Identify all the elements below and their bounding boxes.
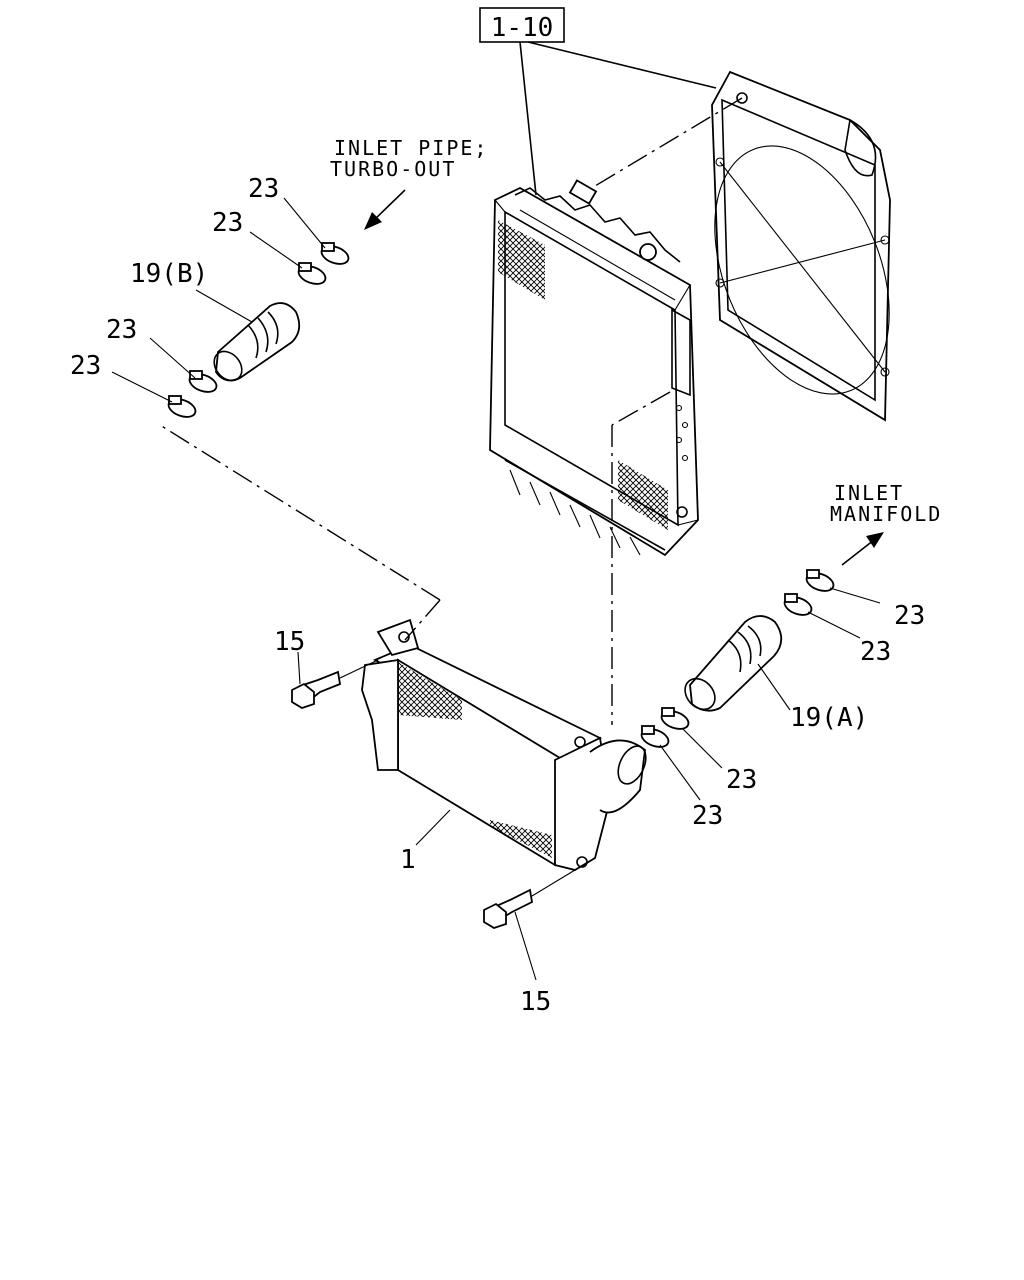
arrow-manifold bbox=[841, 532, 884, 566]
callout-clamp-a3: 23 bbox=[726, 765, 757, 795]
leader-lines bbox=[111, 197, 881, 981]
fan-shroud bbox=[584, 70, 891, 422]
arrow-turbo-out bbox=[364, 189, 406, 230]
callout-clamp-a4: 23 bbox=[692, 801, 723, 831]
callout-bolt-lower: 15 bbox=[520, 987, 551, 1017]
callout-hose-b: 19(B) bbox=[130, 259, 208, 289]
callout-bolt-upper: 15 bbox=[274, 627, 305, 657]
callout-hose-a: 19(A) bbox=[790, 703, 868, 733]
hose-a bbox=[684, 615, 783, 712]
clamp-b4 bbox=[167, 395, 197, 418]
clamp-a4 bbox=[640, 725, 670, 748]
assembly-label: 1-10 bbox=[491, 13, 554, 43]
clamp-a3 bbox=[660, 707, 690, 730]
clamp-b2 bbox=[297, 262, 327, 285]
intercooler bbox=[159, 424, 647, 871]
callout-clamp-a1: 23 bbox=[894, 601, 925, 631]
bolt-lower bbox=[483, 869, 576, 929]
callout-intercooler: 1 bbox=[400, 845, 416, 875]
callout-clamp-b4: 23 bbox=[70, 351, 101, 381]
hose-b bbox=[213, 302, 301, 382]
note-turbo-out-line1: INLET PIPE; bbox=[334, 136, 488, 160]
note-manifold-line1: INLET bbox=[834, 481, 904, 505]
callout-clamp-b2: 23 bbox=[212, 208, 243, 238]
clamp-b1 bbox=[320, 242, 350, 265]
note-manifold-line2: MANIFOLD bbox=[830, 502, 942, 526]
clamp-a1 bbox=[805, 569, 835, 592]
callout-clamp-b1: 23 bbox=[248, 174, 279, 204]
radiator bbox=[489, 179, 699, 725]
bolt-upper bbox=[291, 659, 379, 709]
assembly-label-box: 1-10 bbox=[479, 7, 717, 196]
clamp-b3 bbox=[188, 370, 218, 393]
clamp-a2 bbox=[783, 593, 813, 616]
callout-clamp-a2: 23 bbox=[860, 637, 891, 667]
callout-clamp-b3: 23 bbox=[106, 315, 137, 345]
note-turbo-out-line2: TURBO-OUT bbox=[330, 157, 456, 181]
